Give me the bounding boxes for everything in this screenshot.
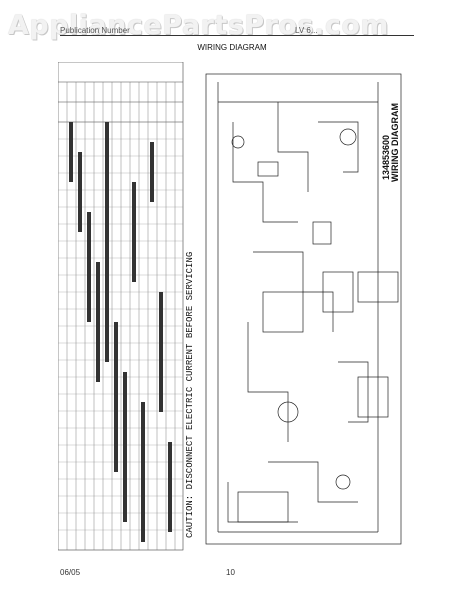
chart-bar: [150, 142, 154, 202]
diagram-title: WIRING DIAGRAM: [390, 103, 400, 182]
timer-chart-columns: [66, 82, 176, 550]
timer-chart-rows: [58, 121, 183, 531]
chart-bar: [78, 152, 82, 232]
model-label: LV 6...: [295, 26, 318, 35]
publication-label: Publication Number: [60, 26, 130, 35]
chart-bar: [87, 212, 91, 322]
chart-bar: [114, 322, 118, 472]
caution-text: CAUTION: DISCONNECT ELECTRIC CURRENT BEF…: [185, 252, 195, 538]
timer-chart: [58, 62, 184, 551]
chart-bar: [159, 292, 163, 412]
page-number: 10: [226, 568, 235, 577]
page-title: WIRING DIAGRAM: [197, 43, 267, 52]
chart-bar: [132, 182, 136, 282]
chart-bar: [69, 122, 73, 182]
chart-bar: [123, 372, 127, 522]
chart-bar: [141, 402, 145, 542]
wiring-diagram: CAUTION: DISCONNECT ELECTRIC CURRENT BEF…: [58, 62, 402, 551]
chart-bar: [168, 442, 172, 532]
header-rule: [60, 35, 414, 36]
chart-bar: [96, 262, 100, 382]
diagram-part-number: 134853600: [381, 135, 391, 180]
schematic: [205, 73, 402, 545]
footer-date: 06/05: [60, 568, 81, 577]
timer-chart-bars: [69, 122, 172, 542]
chart-bar: [105, 122, 109, 362]
